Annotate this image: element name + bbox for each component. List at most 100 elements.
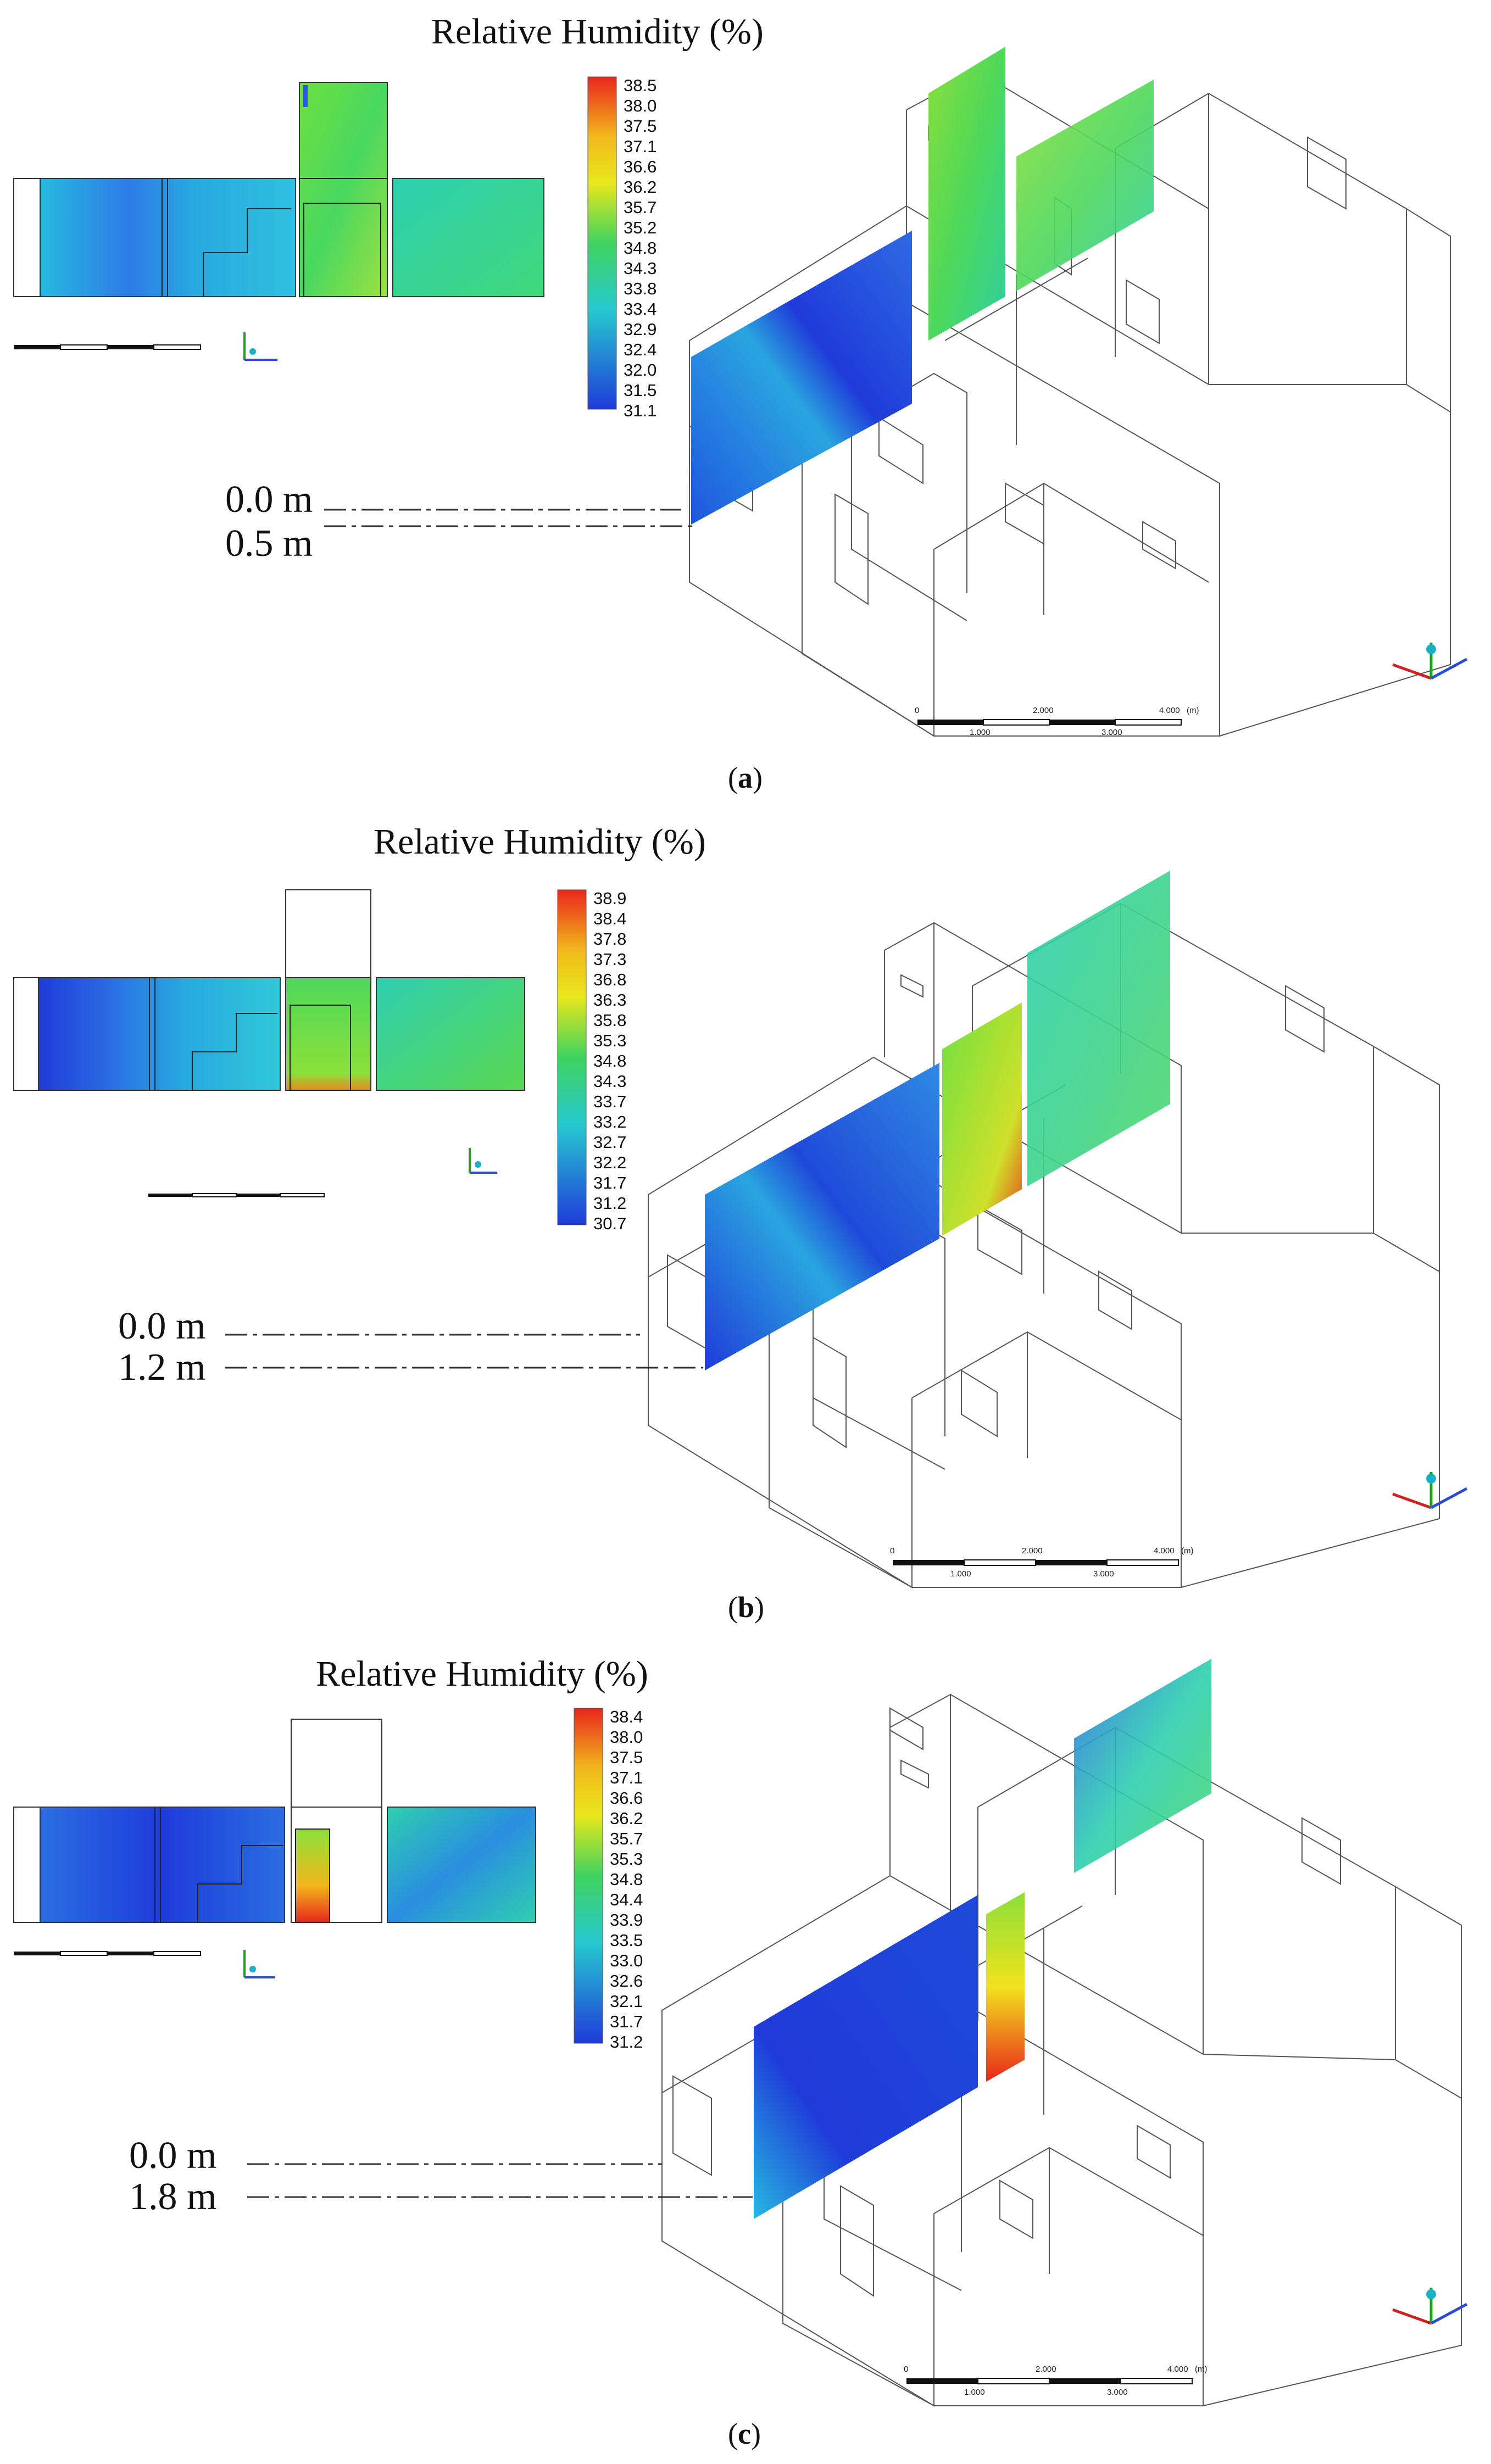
height-label-plane: 0.5 m	[225, 522, 313, 565]
legend-tick: 35.3	[610, 1849, 643, 1869]
legend-tick: 38.0	[624, 96, 657, 115]
legend-tick: 32.7	[593, 1133, 627, 1152]
legend-tick: 34.4	[610, 1890, 643, 1909]
scale-label: 0	[890, 1546, 895, 1556]
legend-tick: 37.3	[593, 950, 627, 969]
humidity-plane-right	[1074, 1659, 1211, 1873]
axis-triad-icon	[1392, 643, 1468, 680]
panel-a: Relative Humidity (%) 38.5 38.0 37.5 37.…	[0, 0, 1491, 821]
legend-title: Relative Humidity (%)	[431, 12, 764, 52]
height-reference-lines	[247, 2163, 753, 2198]
legend-tick: 38.5	[624, 76, 657, 95]
legend-tick: 35.7	[610, 1829, 643, 1848]
legend-tick: 37.8	[593, 929, 627, 949]
scale-unit: (m)	[1187, 706, 1199, 715]
scale-label: 3.000	[1107, 2388, 1128, 2397]
legend-tick: 33.2	[593, 1112, 627, 1131]
legend-tick: 37.5	[624, 116, 657, 136]
section-2d-scale-bar	[148, 1193, 325, 1197]
legend-tick: 36.6	[624, 157, 657, 176]
legend-tick: 36.8	[593, 970, 627, 989]
legend-tick: 36.3	[593, 990, 627, 1010]
panel-a-scene	[13, 47, 1468, 737]
legend-tick: 32.0	[624, 360, 657, 380]
humidity-plane-right	[1027, 871, 1170, 1186]
legend-tick-labels: 38.9 38.4 37.8 37.3 36.8 36.3 35.8 35.3 …	[593, 890, 659, 1233]
scale-label: 1.000	[964, 2388, 985, 2397]
section-2d	[13, 82, 544, 297]
scene-scale-bar	[893, 1559, 1179, 1566]
legend-tick: 31.2	[610, 2032, 643, 2052]
legend-tick: 35.8	[593, 1011, 627, 1030]
legend-tick: 38.0	[610, 1727, 643, 1747]
panel-c: Relative Humidity (%) 38.4 38.0 37.5 37.…	[0, 1642, 1491, 2463]
scale-label: 2.000	[1036, 2365, 1056, 2374]
legend-tick: 32.1	[610, 1992, 643, 2011]
legend-tick: 37.5	[610, 1748, 643, 1767]
scale-label: 4.000	[1167, 2365, 1188, 2374]
scale-unit: (m)	[1195, 2365, 1208, 2374]
legend-tick: 33.9	[610, 1910, 643, 1930]
humidity-plane-main	[754, 1895, 978, 2219]
height-label-plane: 1.2 m	[118, 1346, 206, 1389]
scale-label: 4.000	[1154, 1546, 1175, 1556]
legend-tick: 33.5	[610, 1931, 643, 1950]
legend-tick: 33.8	[624, 279, 657, 298]
humidity-plane-main	[691, 231, 912, 525]
legend-tick: 32.4	[624, 340, 657, 359]
legend-tick: 34.3	[624, 259, 657, 278]
legend-colorbar	[557, 889, 587, 1225]
legend-tick: 36.2	[610, 1809, 643, 1828]
legend-tick: 35.3	[593, 1031, 627, 1050]
legend-tick: 31.7	[593, 1173, 627, 1192]
legend-tick: 36.2	[624, 177, 657, 197]
panel-b: Relative Humidity (%) 38.9 38.4 37.8 37.…	[0, 821, 1491, 1642]
legend-title: Relative Humidity (%)	[374, 822, 706, 862]
scale-label: 1.000	[970, 728, 991, 737]
legend-tick: 32.2	[593, 1153, 627, 1172]
axis-triad-icon	[1392, 2288, 1468, 2325]
legend-tick: 30.7	[593, 1214, 627, 1233]
legend-tick: 32.9	[624, 320, 657, 339]
legend-tick: 37.1	[610, 1768, 643, 1787]
section-2d-scale-bar	[14, 1951, 201, 1956]
legend-tick: 38.4	[610, 1707, 643, 1726]
section-2d-axis-icon	[243, 332, 277, 361]
legend-tick: 34.3	[593, 1072, 627, 1091]
scale-label: 0	[915, 706, 920, 715]
panel-label-a: (a)	[728, 761, 763, 794]
scale-label: 2.000	[1022, 1546, 1043, 1556]
scale-label: 3.000	[1101, 728, 1122, 737]
legend-tick: 31.5	[624, 381, 657, 400]
scene-scale-bar	[906, 2378, 1193, 2384]
scale-label: 1.000	[950, 1569, 971, 1579]
panel-c-scene	[13, 1659, 1468, 2407]
legend-tick: 34.8	[624, 238, 657, 258]
legend-tick: 32.6	[610, 1971, 643, 1991]
section-2d-scale-bar	[14, 344, 201, 350]
legend-tick: 33.7	[593, 1092, 627, 1111]
legend-tick: 33.4	[624, 299, 657, 319]
panel-label-c: (c)	[728, 2417, 761, 2450]
panel-label-b: (b)	[728, 1591, 765, 1624]
scale-label: 3.000	[1093, 1569, 1114, 1579]
legend-tick-labels: 38.5 38.0 37.5 37.1 36.6 36.2 35.7 35.2 …	[624, 76, 689, 419]
legend-tick: 34.8	[593, 1051, 627, 1071]
legend-title: Relative Humidity (%)	[316, 1654, 648, 1694]
legend-tick: 34.8	[610, 1870, 643, 1889]
legend-tick: 31.2	[593, 1194, 627, 1213]
scale-label: 0	[904, 2365, 909, 2374]
height-label-top: 0.0 m	[129, 2134, 217, 2177]
legend-tick: 37.1	[624, 137, 657, 156]
scale-label: 2.000	[1033, 706, 1054, 715]
humidity-plane-center	[986, 1892, 1025, 2082]
scene-scale-bar	[917, 719, 1182, 726]
panel-b-scene	[13, 871, 1468, 1588]
humidity-plane-right	[1016, 80, 1154, 291]
section-2d-axis-icon	[469, 1148, 497, 1174]
legend-tick: 35.7	[624, 198, 657, 217]
legend-tick-labels: 38.4 38.0 37.5 37.1 36.6 36.2 35.7 35.3 …	[610, 1707, 676, 2052]
height-reference-lines	[324, 509, 692, 527]
humidity-plane-center	[942, 1002, 1022, 1236]
legend-tick: 33.0	[610, 1951, 643, 1970]
